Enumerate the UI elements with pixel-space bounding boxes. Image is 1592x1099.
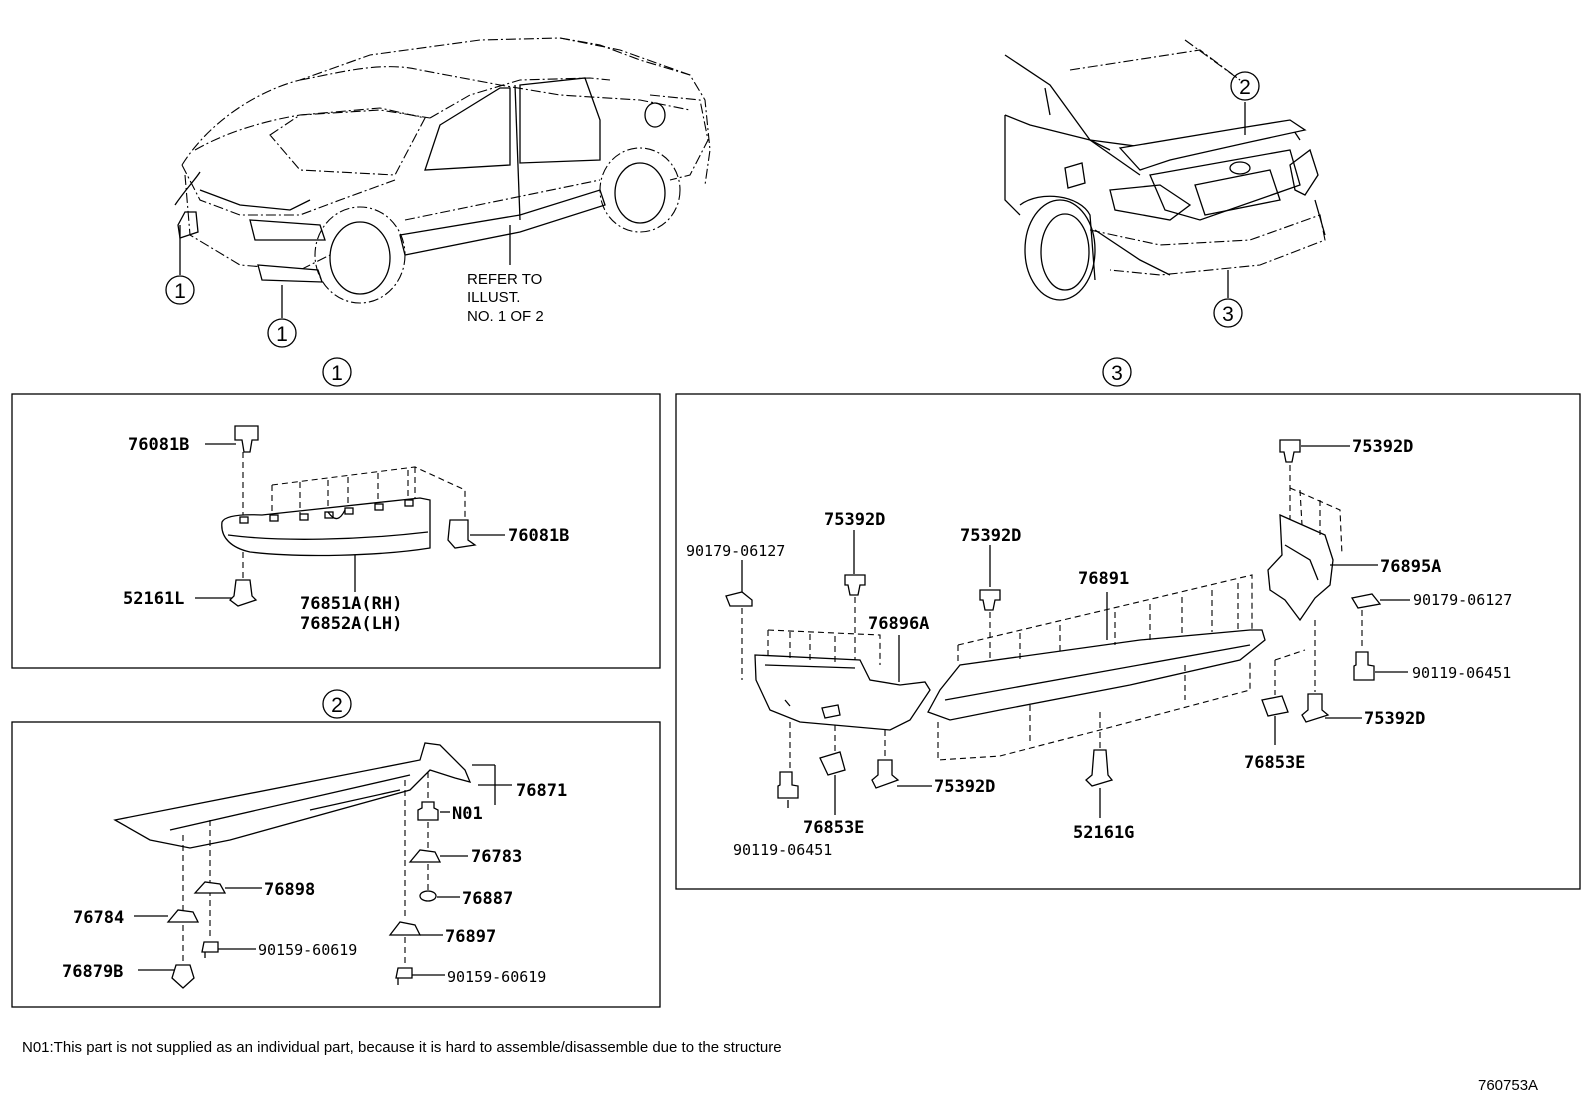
refer-note-line1: REFER TO	[467, 271, 542, 288]
svg-text:2: 2	[331, 694, 343, 717]
label-76784[interactable]: 76784	[73, 908, 124, 928]
label-75392D-left-top[interactable]: 75392D	[824, 510, 885, 530]
front-car-overview	[174, 37, 711, 304]
panel2-parts	[113, 742, 512, 989]
callout-circle-1-lower[interactable]: 1	[267, 318, 297, 348]
svg-text:3: 3	[1111, 362, 1123, 385]
svg-text:2: 2	[1239, 76, 1251, 99]
label-76853E-right[interactable]: 76853E	[1244, 753, 1305, 773]
label-76887[interactable]: 76887	[462, 889, 513, 909]
label-76081B-right[interactable]: 76081B	[508, 526, 569, 546]
label-52161G[interactable]: 52161G	[1073, 823, 1134, 843]
callout-circle-3-rear[interactable]: 3	[1213, 298, 1243, 328]
panel3-frame	[675, 393, 1581, 890]
rear-car-overview	[1004, 39, 1326, 301]
label-76897[interactable]: 76897	[445, 927, 496, 947]
footer-note: N01:This part is not supplied as an indi…	[22, 1039, 782, 1056]
diagram-id: 760753A	[1478, 1077, 1538, 1094]
label-76898[interactable]: 76898	[264, 880, 315, 900]
label-76852A-lh[interactable]: 76852A(LH)	[300, 614, 402, 634]
label-90159-60619-left[interactable]: 90159-60619	[258, 941, 357, 959]
label-76895A[interactable]: 76895A	[1380, 557, 1441, 577]
label-76891[interactable]: 76891	[1078, 569, 1129, 589]
label-75392D-right-top[interactable]: 75392D	[1352, 437, 1413, 457]
label-N01[interactable]: N01	[452, 804, 483, 824]
panel3-parts	[725, 439, 1410, 818]
label-76081B-top[interactable]: 76081B	[128, 435, 189, 455]
svg-text:3: 3	[1222, 303, 1234, 326]
refer-note-line3: NO. 1 OF 2	[467, 308, 544, 325]
refer-note-line2: ILLUST.	[467, 289, 520, 306]
label-76853E-left[interactable]: 76853E	[803, 818, 864, 838]
label-76871[interactable]: 76871	[516, 781, 567, 801]
callout-circle-1-left[interactable]: 1	[165, 275, 195, 305]
label-52161L[interactable]: 52161L	[123, 589, 184, 609]
svg-text:1: 1	[331, 362, 343, 385]
label-76879B[interactable]: 76879B	[62, 962, 123, 982]
label-90119-06451-right[interactable]: 90119-06451	[1412, 664, 1511, 682]
label-75392D-bottom-mid[interactable]: 75392D	[934, 777, 995, 797]
label-90119-06451-left[interactable]: 90119-06451	[733, 841, 832, 859]
label-90179-06127-left[interactable]: 90179-06127	[686, 542, 785, 560]
panel1-parts	[195, 425, 505, 607]
svg-text:1: 1	[276, 323, 288, 346]
label-90179-06127-right[interactable]: 90179-06127	[1413, 591, 1512, 609]
panel2-frame	[11, 721, 661, 1008]
label-76783[interactable]: 76783	[471, 847, 522, 867]
panel3-header: 3	[1102, 357, 1132, 387]
callout-circle-2-rear[interactable]: 2	[1230, 71, 1260, 101]
label-75392D-mid-top[interactable]: 75392D	[960, 526, 1021, 546]
label-90159-60619-right[interactable]: 90159-60619	[447, 968, 546, 986]
label-75392D-right-bottom[interactable]: 75392D	[1364, 709, 1425, 729]
panel1-header: 1	[322, 357, 352, 387]
panel2-header: 2	[322, 689, 352, 719]
label-76851A-rh[interactable]: 76851A(RH)	[300, 594, 402, 614]
label-76896A[interactable]: 76896A	[868, 614, 929, 634]
svg-text:1: 1	[174, 280, 186, 303]
panel1-frame	[11, 393, 661, 669]
